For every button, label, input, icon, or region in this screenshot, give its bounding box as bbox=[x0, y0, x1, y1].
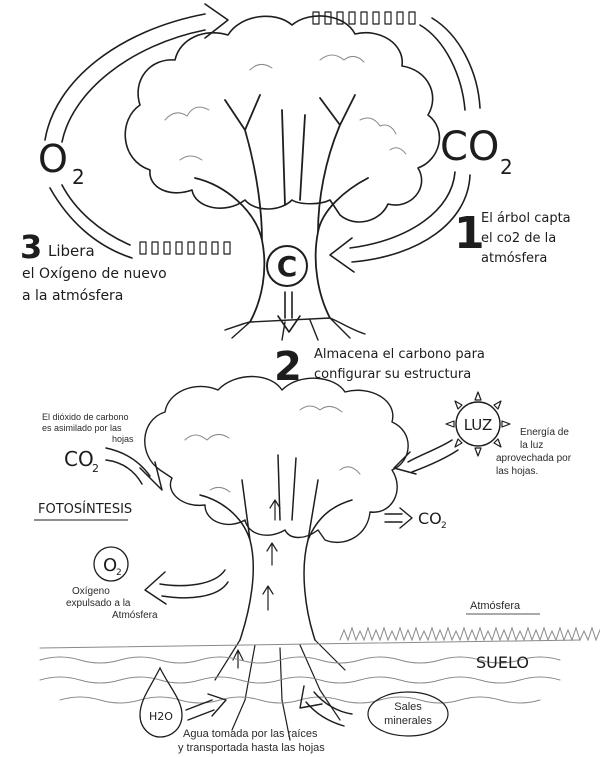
svg-text:H2O: H2O bbox=[149, 710, 173, 723]
step-1-text: 1 El árbol capta el co2 de la atmósfera bbox=[454, 208, 571, 266]
svg-text:atmósfera: atmósfera bbox=[481, 251, 547, 266]
svg-text:C: C bbox=[277, 250, 298, 283]
co2-out-group: CO 2 bbox=[385, 508, 447, 531]
svg-text:Energía de: Energía de bbox=[520, 427, 569, 438]
svg-text:configurar su estructura: configurar su estructura bbox=[314, 367, 471, 382]
atmosfera-label: Atmósfera bbox=[466, 600, 540, 614]
carbon-badge: C bbox=[267, 246, 307, 286]
top-co2-label: CO 2 bbox=[440, 124, 513, 179]
svg-text:Libera: Libera bbox=[48, 242, 95, 260]
svg-text:Agua tomada por las raíces: Agua tomada por las raíces bbox=[183, 728, 318, 740]
svg-text:aprovechada por: aprovechada por bbox=[496, 453, 572, 464]
step-3-text: 3 Libera el Oxígeno de nuevo a la atmósf… bbox=[20, 228, 167, 304]
svg-text:Almacena el carbono para: Almacena el carbono para bbox=[314, 347, 485, 362]
fotosintesis-label: FOTOSÍNTESIS bbox=[34, 501, 132, 520]
svg-text:Atmósfera: Atmósfera bbox=[470, 600, 521, 612]
svg-text:LUZ: LUZ bbox=[464, 416, 493, 434]
svg-text:FOTOSÍNTESIS: FOTOSÍNTESIS bbox=[38, 501, 132, 517]
top-o2-label: O 2 bbox=[38, 137, 85, 189]
svg-text:2: 2 bbox=[116, 568, 122, 578]
sun-icon: LUZ bbox=[446, 392, 510, 456]
svg-text:hojas: hojas bbox=[112, 434, 134, 444]
svg-text:3: 3 bbox=[20, 228, 42, 266]
svg-text:el co2 de la: el co2 de la bbox=[481, 231, 556, 246]
luz-caption: Energía de la luz aprovechada por las ho… bbox=[496, 427, 572, 477]
svg-text:y transportada hasta las hojas: y transportada hasta las hojas bbox=[178, 742, 325, 754]
top-tree bbox=[125, 16, 439, 340]
bottom-tree-canopy bbox=[145, 377, 408, 543]
svg-text:es asimilado por las: es asimilado por las bbox=[42, 423, 122, 433]
svg-text:la luz: la luz bbox=[520, 440, 543, 451]
svg-text:a la atmósfera: a la atmósfera bbox=[22, 288, 123, 304]
svg-text:Sales: Sales bbox=[394, 701, 422, 713]
svg-text:CO: CO bbox=[64, 447, 94, 471]
svg-text:las hojas.: las hojas. bbox=[496, 466, 538, 477]
svg-text:2: 2 bbox=[92, 462, 99, 475]
svg-text:minerales: minerales bbox=[384, 715, 432, 727]
svg-text:2: 2 bbox=[441, 521, 447, 531]
svg-text:Oxígeno: Oxígeno bbox=[72, 586, 110, 597]
svg-text:CO: CO bbox=[418, 509, 442, 528]
luz-arrow bbox=[394, 440, 458, 474]
svg-text:2: 2 bbox=[72, 165, 85, 189]
bottom-tree bbox=[145, 377, 408, 741]
co2-in-group: El dióxido de carbono es asimilado por l… bbox=[42, 412, 162, 490]
svg-text:El árbol capta: El árbol capta bbox=[481, 211, 571, 226]
o2-out-group: O 2 Oxígeno expulsado a la Atmósfera bbox=[66, 547, 228, 621]
suelo-label: SUELO bbox=[476, 653, 529, 672]
svg-text:2: 2 bbox=[500, 155, 513, 179]
step-2-text: 2 Almacena el carbono para configurar su… bbox=[274, 344, 485, 390]
svg-text:2: 2 bbox=[274, 344, 302, 390]
svg-text:el Oxígeno de nuevo: el Oxígeno de nuevo bbox=[22, 266, 167, 282]
svg-text:O: O bbox=[38, 137, 68, 181]
svg-text:El dióxido de carbono: El dióxido de carbono bbox=[42, 412, 129, 422]
svg-text:expulsado a la: expulsado a la bbox=[66, 598, 131, 609]
svg-text:Atmósfera: Atmósfera bbox=[112, 610, 158, 621]
svg-text:CO: CO bbox=[440, 124, 499, 170]
h2o-group: H2O Agua tomada por las raíces y transpo… bbox=[140, 668, 325, 754]
